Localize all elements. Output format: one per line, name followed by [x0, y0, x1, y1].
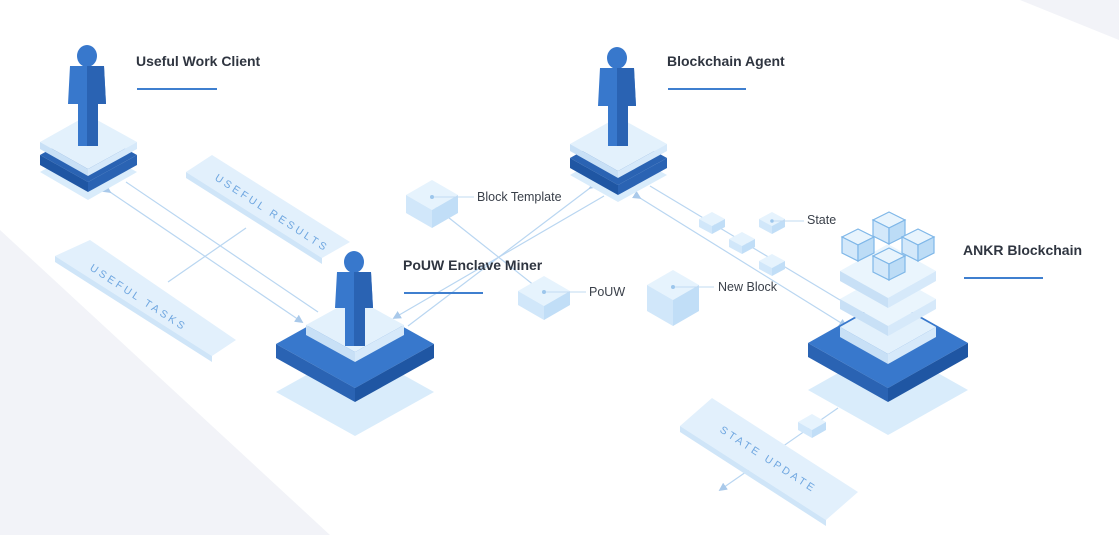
title-underline: [964, 277, 1043, 279]
band-useful-results: [186, 155, 350, 264]
state-update-cube: [798, 414, 826, 438]
node-title-ankr-blockchain: ANKR Blockchain: [963, 242, 1083, 258]
node-title-pouw-enclave-miner: PoUW Enclave Miner: [403, 257, 543, 273]
title-underline: [668, 88, 746, 90]
edge-label-new-block: New Block: [718, 280, 778, 294]
useful-work-client-platform: [40, 115, 137, 200]
edge-label-block-template: Block Template: [477, 190, 562, 204]
edge-label-state: State: [807, 213, 837, 227]
node-title-blockchain-agent: Blockchain Agent: [667, 53, 785, 69]
edge-label-pouw: PoUW: [589, 285, 626, 299]
person-icon: [68, 45, 106, 146]
background-shade-left: [0, 230, 330, 535]
person-icon: [598, 47, 636, 146]
person-icon: [335, 251, 373, 346]
state-cubes: [699, 212, 785, 276]
new-block-cube: [647, 270, 699, 326]
background-shade-right: [1020, 0, 1119, 40]
node-title-useful-work-client: Useful Work Client: [136, 53, 261, 69]
band-useful-tasks: [55, 240, 236, 362]
pouw-cube: [518, 276, 570, 320]
band-state-update: [680, 398, 858, 526]
label-leaders: [434, 196, 804, 293]
block-cubes-icon: [840, 211, 936, 281]
title-underline: [137, 88, 217, 90]
title-underline: [404, 292, 483, 294]
block-template-cube: [406, 180, 458, 228]
